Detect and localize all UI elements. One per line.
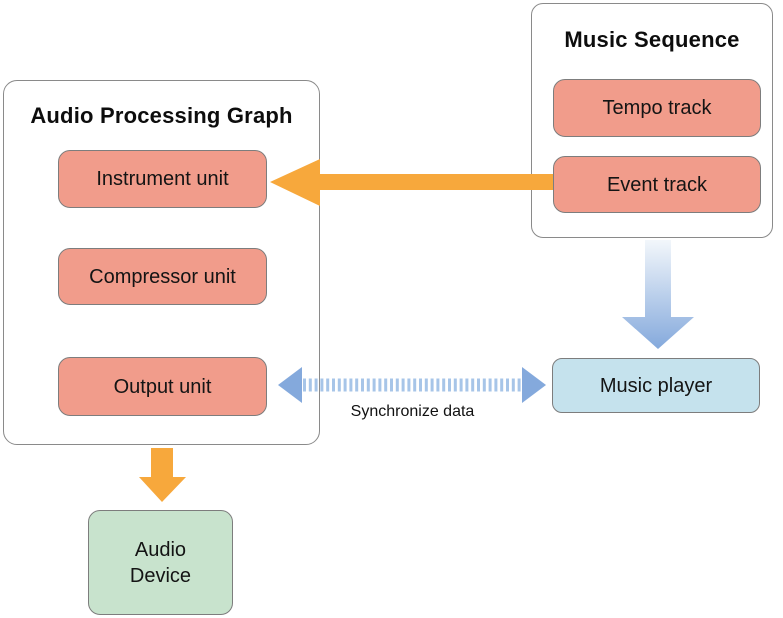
node-music-player: Music player bbox=[552, 358, 760, 413]
arrow-sequence-to-player bbox=[622, 240, 694, 349]
node-audio-device: Audio Device bbox=[88, 510, 233, 615]
node-tempo-track: Tempo track bbox=[553, 79, 761, 137]
node-event-track: Event track bbox=[553, 156, 761, 213]
sync-arrow-right-head bbox=[522, 367, 546, 403]
node-compressor-unit: Compressor unit bbox=[58, 248, 267, 305]
arrow-graph-to-device bbox=[139, 448, 186, 502]
synchronize-data-label: Synchronize data bbox=[350, 403, 475, 420]
music-sequence-title: Music Sequence bbox=[564, 27, 740, 52]
audio-processing-graph-title: Audio Processing Graph bbox=[30, 103, 293, 128]
node-instrument-unit: Instrument unit bbox=[58, 150, 267, 208]
node-output-unit: Output unit bbox=[58, 357, 267, 416]
